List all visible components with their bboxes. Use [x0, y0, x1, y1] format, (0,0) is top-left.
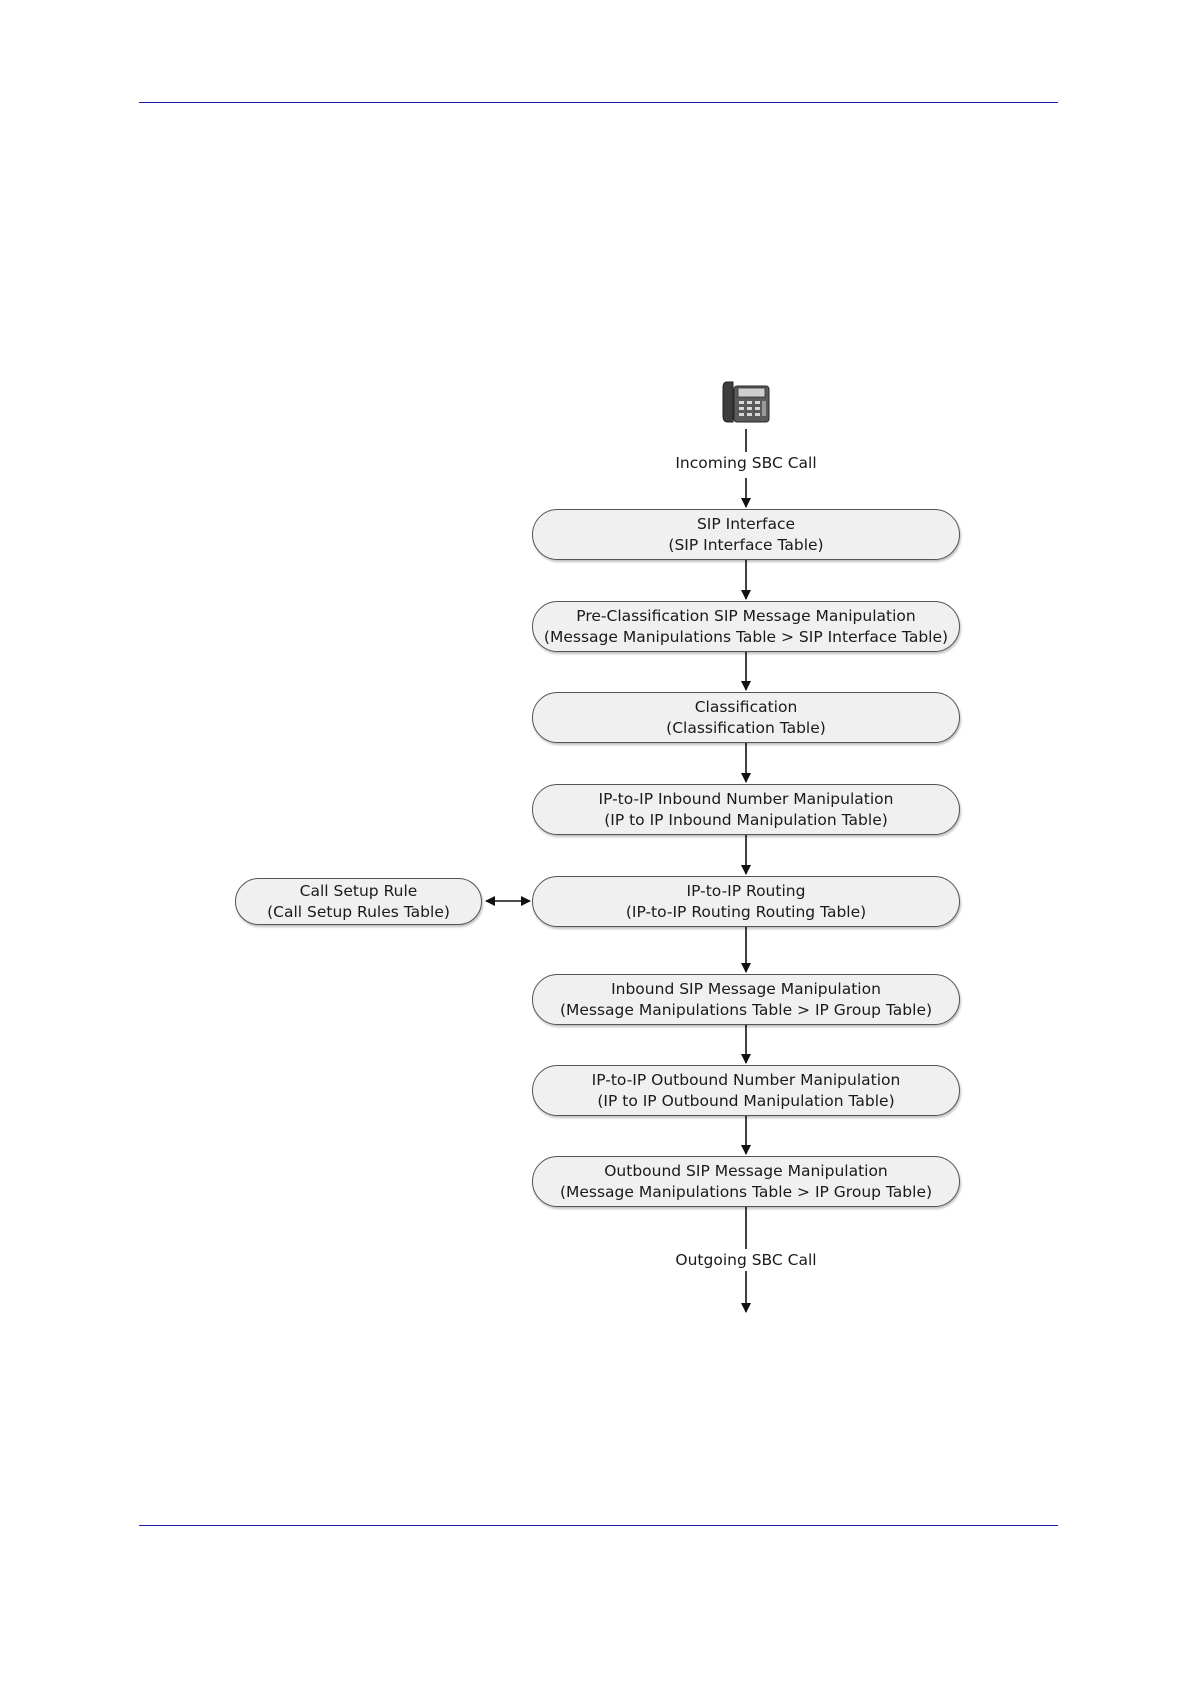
- step-subtitle: (Call Setup Rules Table): [267, 902, 450, 921]
- step-ip-to-ip-routing: IP-to-IP Routing (IP-to-IP Routing Routi…: [532, 876, 960, 927]
- step-subtitle: (IP to IP Inbound Manipulation Table): [604, 810, 888, 829]
- step-classification: Classification (Classification Table): [532, 692, 960, 743]
- desk-phone-icon: [722, 381, 770, 423]
- header-rule: [139, 102, 1058, 103]
- step-subtitle: (Message Manipulations Table > IP Group …: [559, 1000, 933, 1019]
- step-subtitle: (IP-to-IP Routing Routing Table): [625, 902, 867, 921]
- step-title: SIP Interface: [696, 514, 796, 533]
- step-subtitle: (Classification Table): [666, 718, 826, 737]
- step-pre-classification-manipulation: Pre-Classification SIP Message Manipulat…: [532, 601, 960, 652]
- step-sip-interface: SIP Interface (SIP Interface Table): [532, 509, 960, 560]
- step-subtitle: (Message Manipulations Table > SIP Inter…: [543, 627, 949, 646]
- end-label: Outgoing SBC Call: [675, 1251, 817, 1269]
- step-outbound-sip-message-manipulation: Outbound SIP Message Manipulation (Messa…: [532, 1156, 960, 1207]
- step-subtitle: (Message Manipulations Table > IP Group …: [559, 1182, 933, 1201]
- step-title: IP-to-IP Routing: [686, 881, 806, 900]
- step-inbound-sip-message-manipulation: Inbound SIP Message Manipulation (Messag…: [532, 974, 960, 1025]
- step-subtitle: (IP to IP Outbound Manipulation Table): [597, 1091, 895, 1110]
- step-subtitle: (SIP Interface Table): [668, 535, 824, 554]
- start-label: Incoming SBC Call: [675, 454, 817, 472]
- step-inbound-number-manipulation: IP-to-IP Inbound Number Manipulation (IP…: [532, 784, 960, 835]
- step-title: Inbound SIP Message Manipulation: [611, 979, 881, 998]
- step-call-setup-rule: Call Setup Rule (Call Setup Rules Table): [235, 878, 482, 925]
- step-title: IP-to-IP Inbound Number Manipulation: [598, 789, 894, 808]
- step-title: Call Setup Rule: [299, 881, 418, 900]
- footer-rule: [139, 1525, 1058, 1526]
- step-outbound-number-manipulation: IP-to-IP Outbound Number Manipulation (I…: [532, 1065, 960, 1116]
- step-title: Outbound SIP Message Manipulation: [604, 1161, 888, 1180]
- step-title: Classification: [694, 697, 798, 716]
- step-title: Pre-Classification SIP Message Manipulat…: [576, 606, 916, 625]
- step-title: IP-to-IP Outbound Number Manipulation: [591, 1070, 901, 1089]
